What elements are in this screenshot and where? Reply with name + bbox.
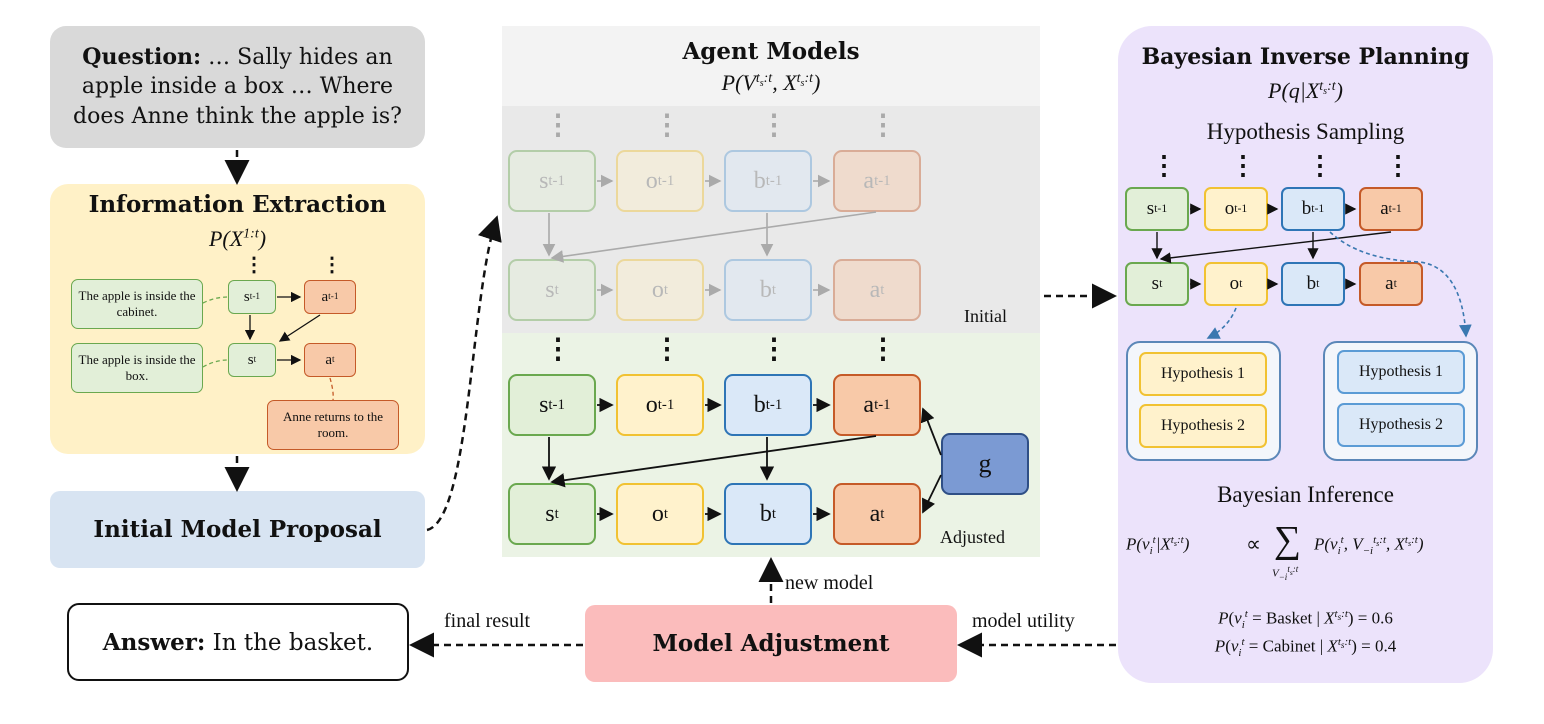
agent-models-title: Agent Models [682,38,860,65]
adj-dots-s: ⋮ [544,332,572,365]
ie-dots-s: ⋮ [244,252,264,276]
bip-dots-a: ⋮ [1385,151,1411,181]
adj-dots-a: ⋮ [869,332,897,365]
new-model-label: new model [785,572,874,594]
answer-label: Answer: [102,628,206,656]
belief-hypothesis-2: Hypothesis 2 [1337,403,1465,447]
adjusted-label: Adjusted [940,527,1005,547]
init-dots-b: ⋮ [760,108,788,141]
hypothesis-sampling-title: Hypothesis Sampling [1206,119,1405,144]
belief-hypothesis-1: Hypothesis 1 [1337,350,1465,394]
question-label: Question: [82,44,202,71]
note-box: The apple is inside the box. [71,343,203,393]
result-cabinet-label: Cabinet [1262,636,1316,656]
answer-box: Answer: In the basket. [67,603,409,681]
question-body: … Sally hides an apple inside a box … Wh… [73,45,402,129]
inference-formula: P(vit|Xts:t) ∝ ∑ V−its:t P(vit, V−its:t,… [1126,519,1424,582]
information-extraction-formula: P(X1:t) [208,226,267,251]
bayesian-inference-title: Bayesian Inference [1217,482,1394,507]
result-cabinet-value: 0.4 [1374,636,1397,656]
note-anne: Anne returns to the room. [267,400,399,450]
result-cabinet: P(vit = Cabinet | Xts:t) = 0.4 [1214,636,1397,660]
question-box: Question: … Sally hides an apple inside … [50,26,425,148]
adj-dots-b: ⋮ [760,332,788,365]
arrow-proposal-to-agent [426,215,502,532]
question-text: Question: … Sally hides an apple inside … [72,43,403,131]
obs-hypothesis-2: Hypothesis 2 [1139,404,1267,448]
bip-title: Bayesian Inverse Planning [1141,44,1470,70]
ie-dots-a: ⋮ [322,252,342,276]
agent-models-formula: P(Vts:t, Xts:t) [721,70,821,95]
bip-dots-s: ⋮ [1151,151,1177,181]
result-basket: P(vit = Basket | Xts:t) = 0.6 [1218,608,1393,632]
init-dots-a: ⋮ [869,108,897,141]
information-extraction-title: Information Extraction [88,191,387,218]
agent-models-header-bg [502,26,1040,106]
initial-label: Initial [964,306,1007,326]
init-dots-s: ⋮ [544,108,572,141]
obs-hypothesis-1: Hypothesis 1 [1139,352,1267,396]
final-result-label: final result [444,610,531,632]
adj-dots-o: ⋮ [653,332,681,365]
init-dots-o: ⋮ [653,108,681,141]
model-adjustment: Model Adjustment [585,605,957,682]
note-cabinet: The apple is inside the cabinet. [71,279,203,329]
bip-dots-b: ⋮ [1307,151,1333,181]
goal-node: g [941,433,1029,495]
bip-dots-o: ⋮ [1230,151,1256,181]
initial-model-proposal: Initial Model Proposal [50,491,425,568]
result-basket-value: 0.6 [1371,608,1393,628]
bip-formula: P(q|Xts:t) [1268,78,1343,103]
result-basket-label: Basket [1265,608,1313,628]
model-utility-label: model utility [972,610,1075,632]
answer-body: In the basket. [205,629,374,656]
